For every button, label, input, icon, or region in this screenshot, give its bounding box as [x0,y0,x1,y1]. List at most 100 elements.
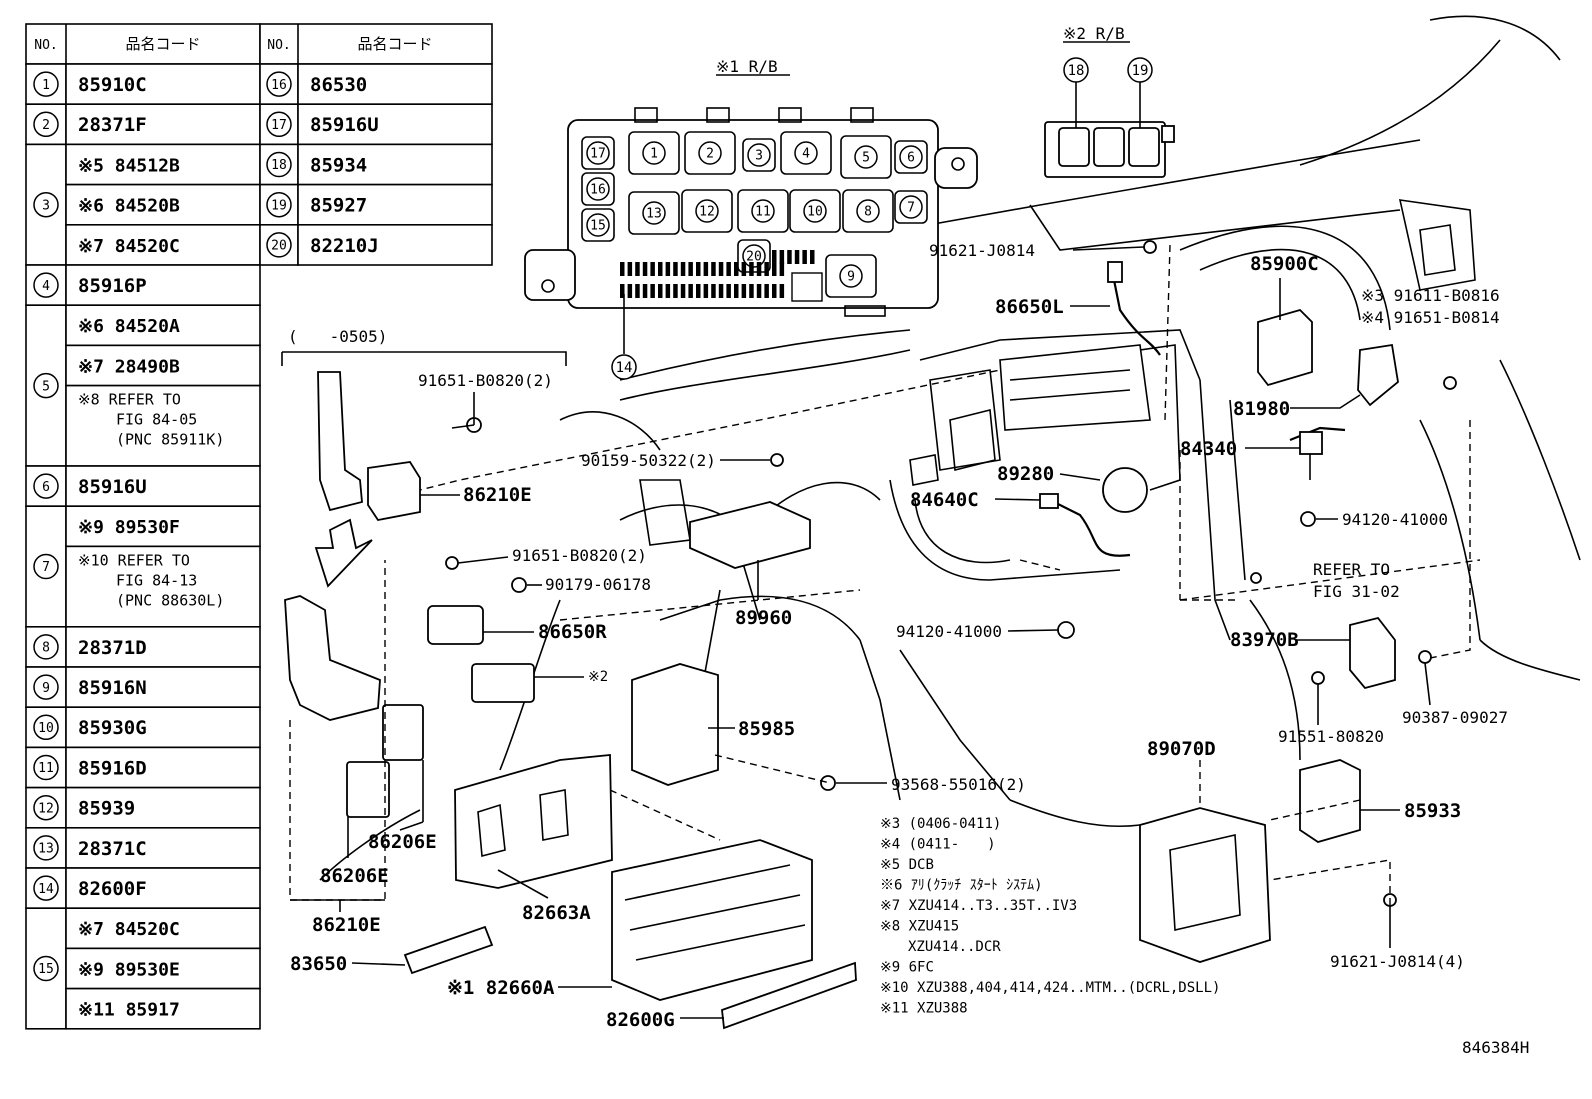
table-row-20-no-label: 20 [271,239,287,254]
rb1-slot-10-number-label: 10 [807,205,823,220]
callout-c10: 82663A [522,902,591,924]
table-row-6-no-label: 6 [42,480,50,495]
callout-c31: 83970B [1230,629,1299,651]
leader-c25 [1059,473,1101,481]
bracket-note: ( -0505) [288,327,387,346]
table-row-7-code-0: ※9 89530F [78,517,180,538]
bolt-91621-J0814 [1143,240,1157,254]
table-row-17-no: 17 [266,111,292,138]
sensor-81980 [1357,343,1399,407]
rb2-slot-18-label: 18 [1068,63,1085,79]
rb1-slot-17-number: 17 [586,141,610,165]
leader-c3 [457,556,509,564]
leader-c11 [351,962,406,966]
note-3: ※6 ｱﾘ(ｸﾗｯﾁ ｽﾀｰﾄ ｼｽﾃﾑ) [880,878,1043,894]
table-row-5-code-0: ※6 84520A [78,316,180,337]
rb2-slot-18: 18 [1063,57,1089,83]
relay-block-2-title: ※2 R/B [1063,24,1125,43]
table-row-9-code-0: 85916N [78,677,147,699]
table-row-5-code-2: ※8 REFER TO [78,391,181,409]
callout-c21: ※3 91611-B0816 [1361,286,1500,305]
rb1-slot-15-number: 15 [586,213,610,237]
callout-c14: 90159-50322(2) [581,451,716,470]
rb1-slot-9-number: 9 [839,264,863,288]
rb1-slot-11-number-label: 11 [755,205,771,220]
bolt-91651-B0814 [1443,376,1457,390]
table-row-14-code-0: 82600F [78,878,147,900]
label-82600G [721,961,857,1030]
rb1-slot-16-number: 16 [586,177,610,201]
callout-c20: 85900C [1250,253,1319,275]
rb1-slot-1-number: 1 [642,141,666,165]
table-row-1-no-label: 1 [42,78,50,93]
callout-c7: 86206E [368,831,437,853]
rb1-slot-11-number: 11 [751,199,775,223]
rb1-slot-20-number: 20 [742,244,766,268]
junction-block-82660A [611,839,813,1001]
callout-c32: 91551-80820 [1278,727,1384,746]
table-row-15-code-0: ※7 84520C [78,919,180,940]
callout-c35: 85933 [1404,800,1461,822]
table-row-9-no-label: 9 [42,681,50,696]
callout-c17: 93568-55016(2) [891,775,1026,794]
table-row-8-no-label: 8 [42,641,50,656]
module-89960 [689,501,811,569]
rb1-pointer-14-label: 14 [616,360,633,376]
table-row-15-no-label: 15 [38,962,54,977]
table-row-1-no: 1 [33,71,59,97]
rb1-slot-16-number-label: 16 [590,183,606,198]
callout-c5: 86650R [538,621,607,643]
callout-c30: FIG 31-02 [1313,582,1400,601]
table-row-16-code: 86530 [310,74,367,96]
nut-fig-31-02 [1250,572,1262,584]
table-row-15-no: 15 [33,955,59,982]
leader-c18 [1072,246,1145,251]
callout-c9: 86210E [312,914,381,936]
note-8: ※10 XZU388,404,414,424..MTM..(DCRL,DSLL) [880,980,1220,996]
rb1-slot-17-number-label: 17 [590,147,606,162]
callout-c24: 84340 [1180,438,1237,460]
table-row-19-code: 85927 [310,195,367,217]
table-row-18-code: 85934 [310,154,367,176]
dashboard-outline [319,15,1581,881]
table-row-19-no-label: 19 [271,198,287,213]
table-row-4-no-label: 4 [42,279,50,294]
note-0: ※3 (0406-0411) [880,816,1001,832]
callouts: 91651-B0820(2)86210E91651-B0820(2)90179-… [290,241,1508,1031]
callout-c2: 86210E [463,484,532,506]
rb1-slot-13-number-label: 13 [646,207,662,222]
table-row-3-code-1: ※6 84520B [78,196,180,217]
module-85985 [631,663,719,786]
table-row-13-no: 13 [33,835,59,861]
relay-connector-2 [471,663,535,703]
table-row-10-no-label: 10 [38,721,54,736]
leader-c26 [994,498,1041,501]
table-row-18-no-label: 18 [271,158,287,173]
callout-c22: ※4 91651-B0814 [1361,308,1500,327]
table-row-15-code-1: ※9 89530E [78,959,180,980]
rb1-slot-8-number: 8 [856,199,880,223]
sensor-84340 [1299,431,1323,455]
down-arrow-icon [314,518,373,588]
rb1-slot-10-number: 10 [803,199,827,223]
table-row-12-no: 12 [33,794,59,821]
table-row-1-code-0: 85910C [78,74,147,96]
note-9: ※11 XZU388 [880,1001,968,1017]
note-4: ※7 XZU414..T3..35T..IV3 [880,898,1077,914]
table-row-10-no: 10 [33,714,59,741]
table-row-13-no-label: 13 [38,842,54,857]
table-row-19-no: 19 [266,191,292,218]
table-row-5-code-2: FIG 84-05 [116,411,197,429]
callout-c11: 83650 [290,953,347,975]
clip-94120-left [1057,621,1075,639]
table-row-7-no: 7 [33,553,59,580]
table-row-11-code-0: 85916D [78,757,147,779]
note-7: ※9 6FC [880,960,934,976]
table-row-9-no: 9 [33,674,59,700]
table-row-3-code-0: ※5 84512B [78,155,180,176]
table-row-5-code-2: (PNC 85911K) [116,431,224,449]
table-row-14-no-label: 14 [38,882,54,897]
